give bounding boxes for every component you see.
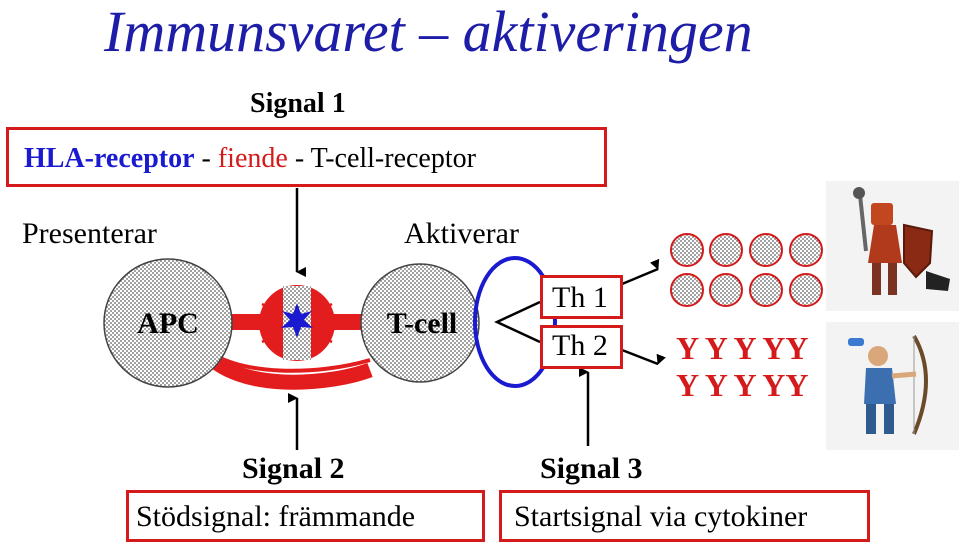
signal3-heading: Signal 3	[540, 452, 643, 485]
th1-label: Th 1	[552, 281, 608, 314]
signal2-box	[126, 490, 485, 542]
receptor-complex	[259, 285, 335, 361]
presents-label: Presenterar	[22, 217, 157, 250]
activates-label: Aktiverar	[404, 217, 519, 250]
th2-box	[540, 325, 623, 369]
antibodies-row-1: Y Y Y YY	[676, 330, 809, 366]
signal2-text: Stödsignal: främmande	[136, 500, 416, 533]
apc-label: APC	[137, 307, 199, 340]
knight-figure-icon	[826, 181, 959, 311]
signal3-text: Startsignal via cytokiner	[514, 500, 808, 533]
signal3-box	[499, 490, 870, 542]
slide-title: Immunsvaret – aktiveringen	[104, 0, 753, 64]
t-cell-receptor-label: T-cell-receptor	[310, 143, 476, 174]
th-branch-lines	[494, 300, 541, 344]
archer-figure-icon	[826, 322, 959, 450]
th2-label: Th 2	[552, 329, 608, 362]
signal1-box	[6, 127, 607, 187]
tcell-highlight-ellipse	[473, 256, 557, 388]
t-cell	[360, 263, 480, 383]
signal2-heading: Signal 2	[242, 452, 345, 485]
enemy-label: fiende	[217, 143, 288, 174]
signal1-heading: Signal 1	[250, 88, 346, 119]
th2-antibody-arrow	[621, 348, 666, 366]
separator: -	[287, 143, 311, 174]
separator: -	[194, 143, 218, 174]
effector-cells	[670, 233, 823, 307]
th1-box	[540, 275, 623, 319]
apc-cell	[103, 258, 233, 388]
signal1-text: HLA-receptor - fiende - T-cell-receptor	[24, 143, 476, 175]
hla-receptor-label: HLA-receptor	[24, 143, 195, 174]
antibodies-row-2: Y Y Y YY	[676, 367, 809, 403]
th1-effector-arrow	[621, 258, 660, 286]
t-cell-label: T-cell	[387, 307, 458, 340]
